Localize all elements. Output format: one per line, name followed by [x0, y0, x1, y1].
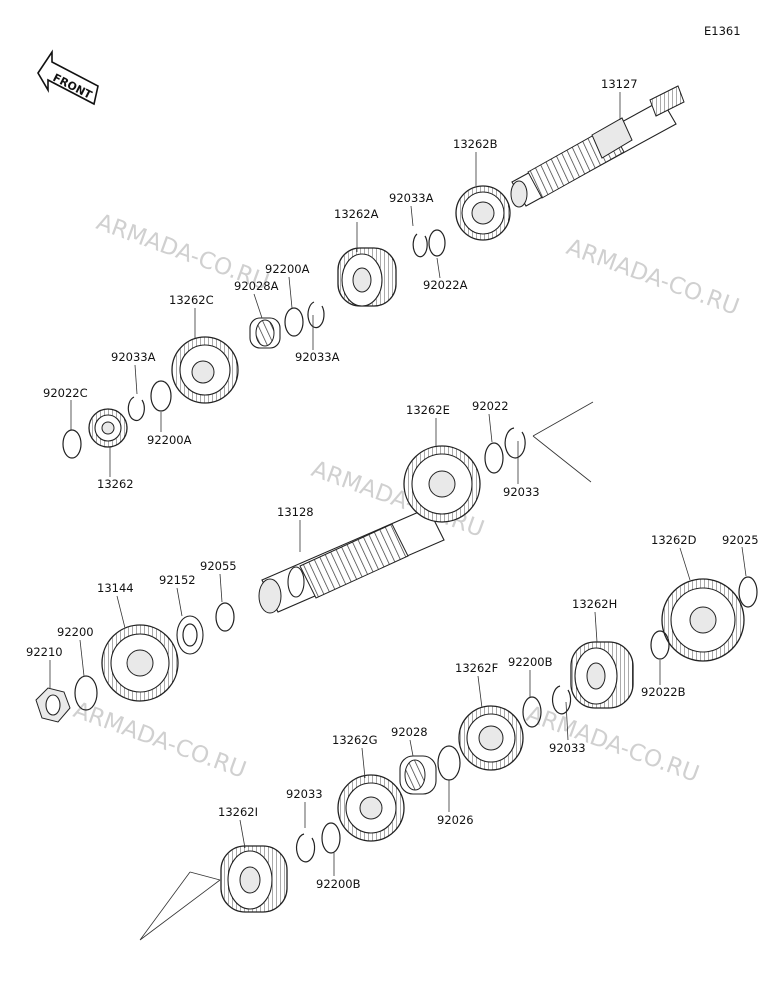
part-label-13262E: 13262E [406, 403, 450, 417]
washer-92025 [738, 576, 758, 608]
gear-13262C [171, 336, 239, 404]
part-label-92022: 92022 [472, 399, 509, 413]
part-label-92028: 92028 [391, 725, 428, 739]
sprocket-13144 [101, 624, 179, 702]
part-label-13262C: 13262C [169, 293, 214, 307]
part-label-92022A: 92022A [423, 278, 468, 292]
washer-92022A [428, 229, 446, 257]
leader-lines [49, 92, 747, 876]
gear-13262I [220, 845, 288, 913]
part-label-13262G: 13262G [332, 733, 378, 747]
bearing-92028 [399, 755, 437, 795]
washer-92200B [522, 696, 542, 728]
gear-13262E [403, 445, 481, 523]
part-label-92210: 92210 [26, 645, 63, 659]
gear-13262B [455, 185, 511, 241]
diagram-code: E1361 [704, 24, 741, 38]
part-label-92200A: 92200A [147, 433, 192, 447]
nut-92210 [35, 687, 71, 723]
washer-92200B [321, 822, 341, 854]
assembly-pointer [532, 401, 594, 483]
part-label-92026: 92026 [437, 813, 474, 827]
gear-13262A [337, 247, 397, 307]
part-label-92033A: 92033A [389, 191, 434, 205]
watermark-text: ARMADA-CO.RU [70, 697, 249, 784]
part-label-92028A: 92028A [234, 279, 279, 293]
washer-92200A [150, 380, 172, 412]
part-label-92200B: 92200B [316, 877, 361, 891]
circlip-92033 [551, 685, 572, 715]
washer-92022B [650, 630, 670, 660]
shaft-13127 [510, 85, 685, 208]
assembly-pointer [139, 871, 221, 941]
bearing-92028A [249, 317, 281, 349]
watermark-text: ARMADA-CO.RU [563, 234, 742, 321]
circlip-92033 [295, 833, 316, 863]
washer-92022 [484, 442, 504, 474]
part-label-92022C: 92022C [43, 386, 88, 400]
part-label-13128: 13128 [277, 505, 314, 519]
part-label-92033: 92033 [286, 787, 323, 801]
part-label-92033A: 92033A [295, 350, 340, 364]
part-label-13262B: 13262B [453, 137, 498, 151]
part-label-13262I: 13262I [218, 805, 258, 819]
collar-92152 [176, 615, 204, 655]
part-label-13262D: 13262D [651, 533, 697, 547]
circlip-92033 [504, 427, 526, 459]
part-label-13144: 13144 [97, 581, 134, 595]
gear-13262 [88, 408, 128, 448]
circlip-92033A [412, 233, 428, 258]
washer-92026 [437, 745, 461, 781]
front-arrow-icon: FRONT [37, 49, 99, 106]
gear-13262G [337, 774, 405, 842]
circlip-92033A [307, 301, 325, 329]
washer-92200 [74, 675, 98, 711]
washer-92200A [284, 307, 304, 337]
part-label-92025: 92025 [722, 533, 759, 547]
part-label-92033: 92033 [503, 485, 540, 499]
part-label-92200A: 92200A [265, 262, 310, 276]
part-label-92152: 92152 [159, 573, 196, 587]
washer-92022C [62, 429, 82, 459]
part-label-13262H: 13262H [572, 597, 617, 611]
shaft-13128 [258, 507, 445, 614]
part-label-92200: 92200 [57, 625, 94, 639]
part-label-92033A: 92033A [111, 350, 156, 364]
part-label-13127: 13127 [601, 77, 638, 91]
part-label-13262: 13262 [97, 477, 134, 491]
part-label-92033: 92033 [549, 741, 586, 755]
part-label-92022B: 92022B [641, 685, 686, 699]
o-ring-92055 [215, 602, 235, 632]
part-label-92055: 92055 [200, 559, 237, 573]
part-label-92200B: 92200B [508, 655, 553, 669]
part-label-13262F: 13262F [455, 661, 498, 675]
circlip-92033A [127, 396, 145, 422]
gear-13262F [458, 705, 524, 771]
part-label-13262A: 13262A [334, 207, 379, 221]
gear-13262H [570, 641, 634, 709]
gear-13262D [661, 578, 745, 662]
